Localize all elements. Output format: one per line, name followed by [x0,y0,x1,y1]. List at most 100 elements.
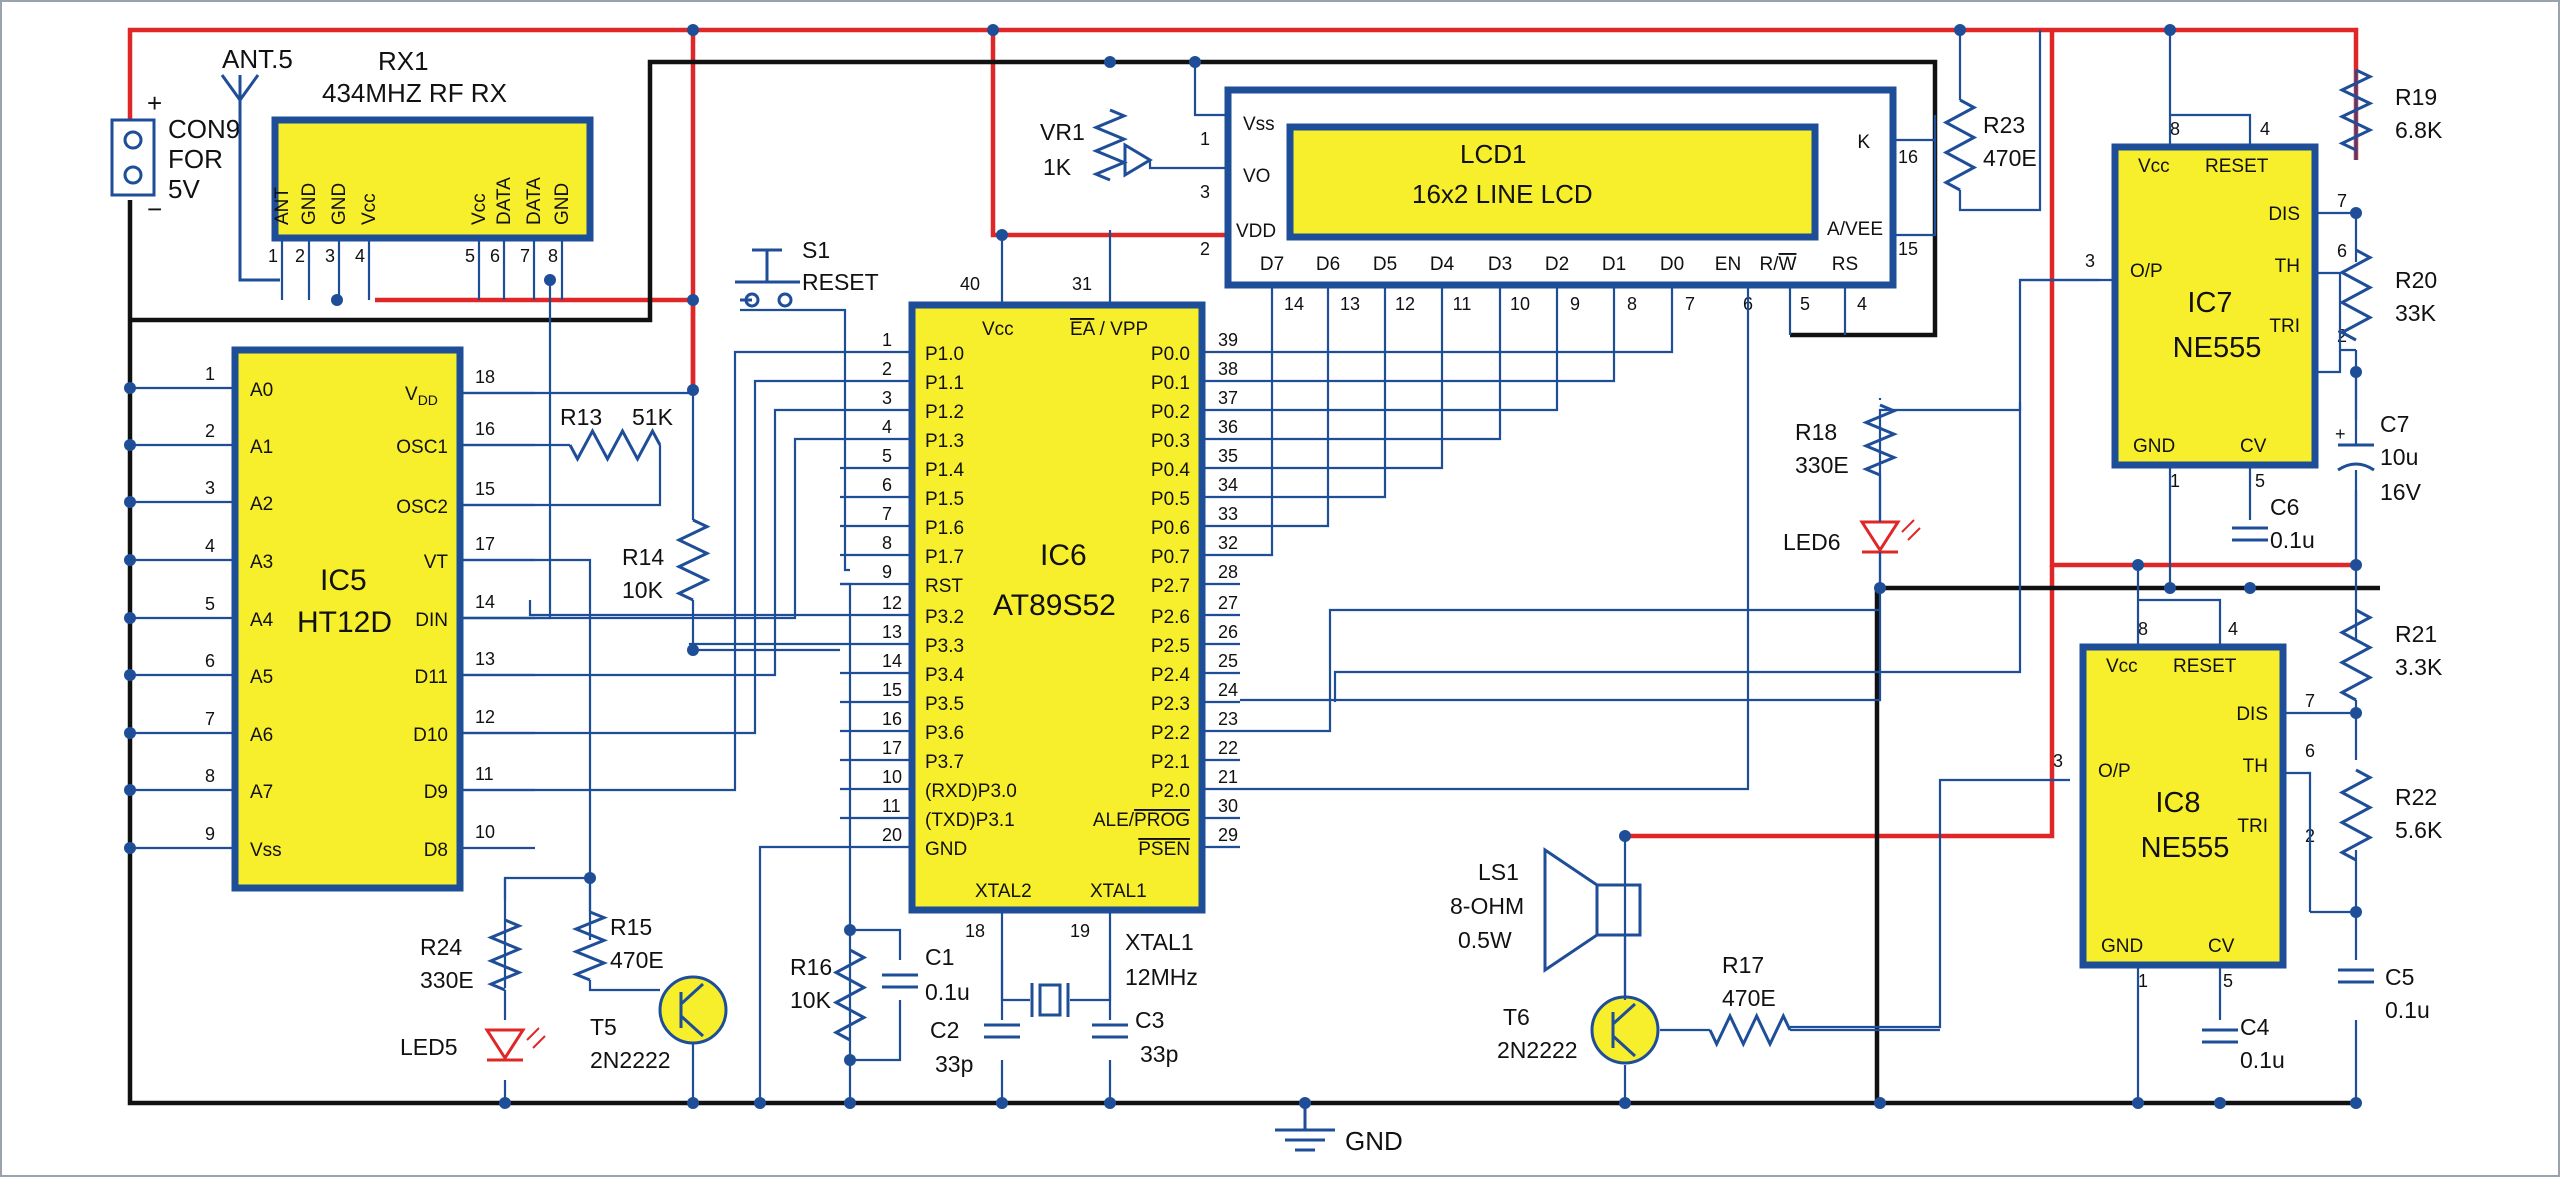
ic7-op-label: O/P [2130,261,2163,282]
ic8-pin-7: 7 [2305,691,2315,711]
ic6-left-pin-number: 12 [882,593,902,613]
ic8-cv-label: CV [2208,936,2235,957]
lcd-pin-15: 15 [1898,239,1918,259]
r21-ref: R21 [2395,621,2437,647]
ic5-left-pin-label: A6 [250,725,273,746]
rx1-ref: RX1 [378,46,429,76]
r14-ref: R14 [622,544,664,570]
r20-value: 33K [2395,300,2437,326]
ic6-left-pin-label: P3.5 [925,694,964,715]
r14-value: 10K [622,577,664,603]
vr1-ref: VR1 [1040,119,1085,145]
ic7-reset-label: RESET [2205,156,2269,177]
r15-resistor [572,910,608,982]
junction-dot [2164,24,2176,36]
ic5-right-pin-number: 14 [475,592,495,612]
ic7-pin-7: 7 [2337,191,2347,211]
lcd-bottom-pin-label: D5 [1373,254,1397,275]
s1-reset-switch[interactable] [735,248,800,308]
ic5-right-pin-number: 13 [475,649,495,669]
lcd-vss-label: Vss [1243,114,1275,135]
wire [1240,285,1616,383]
ic7-pin-3: 3 [2085,251,2095,271]
ic6-right-pin-number: 38 [1218,359,1238,379]
wire [460,379,840,735]
vr1-value: 1K [1043,154,1072,180]
lcd-bottom-pin-number: 13 [1340,294,1360,314]
junction-dot [2214,1097,2226,1109]
ls1-power: 0.5W [1458,927,1512,953]
ic6-right-pin-number: 37 [1218,388,1238,408]
r22-value: 5.6K [2395,817,2443,843]
ic6-right-pin-label: P0.7 [1151,547,1190,568]
lcd-bottom-pin-number: 11 [1453,294,1472,314]
ic5-left-pin-number: 1 [205,364,215,384]
ic5-left-pin-number: 9 [205,824,215,844]
t5-ref: T5 [590,1014,617,1040]
ic6-right-pin-label: P2.3 [1151,694,1190,715]
c4-value: 0.1u [2240,1047,2285,1073]
wire [1333,402,2022,702]
lcd-bottom-pin-number: 8 [1627,294,1637,314]
ic5-left-pin-number: 8 [205,766,215,786]
lcd-k-label: K [1857,132,1870,153]
ic6-right-pin-number: 39 [1218,330,1238,350]
wire [740,308,850,572]
c7-ref: C7 [2380,411,2409,437]
ic6-left-pin-number: 1 [882,330,892,350]
ic5-left-pin-number: 3 [205,478,215,498]
ic5-right-pin-label: D8 [424,840,448,861]
ic8-pin-8: 8 [2138,619,2148,639]
antenna-label: ANT.5 [222,44,293,74]
junction-dot [754,1097,766,1109]
wire [850,928,902,1062]
junction-dot [124,784,136,796]
ic6-right-pin-label: P2.0 [1151,781,1190,802]
ic6-right-pin-label: P2.4 [1151,665,1191,686]
rx1-pin-number: 5 [465,246,475,266]
ic7-pin-4: 4 [2260,119,2270,139]
junction-dot [2350,1097,2362,1109]
lcd1-display: LCD1 16x2 LINE LCD VssVOVDDKA/VEE1321615… [1200,86,1918,314]
junction-dot [687,294,699,306]
junction-dot [996,229,1008,241]
wire [1240,285,1502,441]
ic8-th-label: TH [2243,756,2268,777]
ic7-pin-8: 8 [2170,119,2180,139]
r16-value: 10K [790,987,832,1013]
wire [1240,420,1882,702]
r18-value: 330E [1795,452,1849,478]
ic7-vcc-label: Vcc [2138,156,2170,177]
ic6-name: AT89S52 [993,589,1116,622]
rx1-name: 434MHZ RF RX [322,78,507,108]
wire [1240,608,1880,733]
ic6-right-pin-number: 26 [1218,622,1238,642]
wire [460,280,552,620]
r13-value: 51K [632,404,674,430]
c4-capacitor [2202,1028,2238,1044]
c5-ref: C5 [2385,964,2414,990]
con9-voltage: 5V [168,174,200,204]
rx1-pin-number: 3 [325,246,335,266]
led5-led-rays [526,1027,546,1049]
wire [1240,285,1387,499]
rx1-pin-label: DATA [494,177,515,225]
vr1-resistor [1092,108,1128,182]
wire [2283,771,2356,914]
r23-value: 470E [1983,145,2037,171]
ic6-right-pin-number: 24 [1218,680,1238,700]
r18-resistor [1862,403,1898,477]
ic6-pin-31: 31 [1072,274,1092,294]
xtal1-crystal [1038,983,1062,1017]
ic6-pin-18: 18 [965,921,985,941]
ic6-right-pin-label: P2.2 [1151,723,1190,744]
con9-for: FOR [168,144,223,174]
wire [1790,778,2070,1029]
rx1-module: RX1 434MHZ RF RX ANT1GND2GND3Vcc4Vcc5DAT… [268,46,594,300]
wire [1958,30,2042,212]
r19-value: 6.8K [2395,117,2443,143]
ic5-left-pin-number: 4 [205,536,215,556]
junction-dot [331,294,343,306]
ic5-right-pin-number: 12 [475,707,495,727]
rx1-pin-label: Vcc [359,193,380,225]
